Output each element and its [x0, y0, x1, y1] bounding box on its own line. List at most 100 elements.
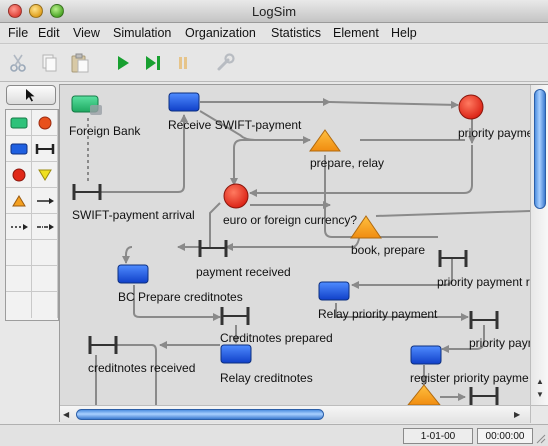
- process-canvas[interactable]: Foreign Bank Receive SWIFT-payment prior…: [60, 85, 530, 405]
- tool-red-event-circle[interactable]: [6, 162, 32, 188]
- connector: [335, 303, 469, 321]
- tool-dash-dot-connector[interactable]: [32, 214, 58, 240]
- title-bar: LogSim: [0, 0, 548, 23]
- menu-file[interactable]: File: [8, 26, 29, 40]
- connector: [122, 246, 133, 264]
- label-creditnotes-received: creditnotes received: [88, 361, 196, 375]
- connector: [230, 139, 310, 186]
- node-relay-creditnotes[interactable]: [220, 344, 252, 364]
- tool-yellow-gateway[interactable]: [32, 162, 58, 188]
- label-relay-priority: Relay priority payment: [318, 307, 438, 321]
- status-time: 00:00:00: [477, 428, 533, 444]
- connector: [329, 100, 459, 109]
- tool-blue-task[interactable]: [6, 136, 32, 162]
- node-creditnotes-prepared[interactable]: [220, 307, 250, 325]
- menu-organization[interactable]: Organization: [185, 26, 256, 40]
- menu-statistics[interactable]: Statistics: [271, 26, 322, 40]
- tool-grid: [5, 109, 59, 321]
- scroll-up-arrow-icon[interactable]: ▲: [536, 377, 544, 386]
- menu-edit[interactable]: Edit: [38, 26, 60, 40]
- node-book-prepare[interactable]: [350, 215, 382, 239]
- wrench-icon[interactable]: [213, 51, 237, 75]
- node-prepare-relay[interactable]: [309, 129, 341, 152]
- zoom-window-button[interactable]: [50, 4, 64, 18]
- label-priority-payn: priority payn: [469, 336, 530, 350]
- menu-element[interactable]: Element: [333, 26, 379, 40]
- connectors: [87, 98, 530, 405]
- paste-icon[interactable]: [68, 51, 92, 75]
- horizontal-scrollbar[interactable]: ◀ ▶: [60, 405, 530, 423]
- label-register-priority: register priority payme: [410, 371, 529, 385]
- label-priority-payment-r: priority payment r: [437, 275, 530, 289]
- connector: [100, 114, 188, 193]
- arrow-cursor-icon: [26, 89, 35, 102]
- vertical-scroll-thumb[interactable]: [534, 89, 546, 209]
- connector: [351, 257, 453, 289]
- node-priority-payment-r[interactable]: [438, 250, 468, 267]
- scroll-corner: [530, 405, 548, 423]
- pointer-tool-button[interactable]: [6, 85, 56, 105]
- menu-bar: File Edit View Simulation Organization S…: [0, 23, 548, 44]
- tool-dashed-connector[interactable]: [6, 214, 32, 240]
- canvas-frame: Foreign Bank Receive SWIFT-payment prior…: [59, 84, 548, 423]
- connector: [441, 325, 485, 353]
- window-title: LogSim: [251, 4, 297, 19]
- tool-empty-cell: [32, 292, 58, 318]
- node-priority-payn[interactable]: [469, 311, 499, 329]
- scroll-right-arrow-icon[interactable]: ▶: [514, 410, 521, 419]
- node-receive-swift[interactable]: [168, 92, 200, 112]
- menu-simulation[interactable]: Simulation: [113, 26, 172, 40]
- label-swift-arrival: SWIFT-payment arrival: [72, 208, 195, 222]
- node-swift-arrival[interactable]: [72, 184, 102, 200]
- node-register-priority[interactable]: [410, 345, 442, 365]
- tool-empty-cell: [32, 240, 58, 266]
- node-creditnotes-received[interactable]: [88, 336, 118, 354]
- horizontal-scroll-thumb[interactable]: [76, 409, 324, 420]
- label-relay-creditnotes: Relay creditnotes: [220, 371, 313, 385]
- step-icon[interactable]: [141, 51, 165, 75]
- tool-arrow-connector[interactable]: [32, 188, 58, 214]
- node-priority-event[interactable]: [458, 94, 484, 120]
- label-priority-payment-top: priority payme: [458, 126, 530, 140]
- node-relay-priority[interactable]: [318, 281, 350, 301]
- label-book-prepare: book, prepare: [351, 243, 426, 257]
- status-bar: 1-01-00 00:00:00: [0, 424, 548, 446]
- tool-orange-gateway[interactable]: [6, 188, 32, 214]
- node-bottom-gateway[interactable]: [407, 384, 441, 405]
- pause-icon[interactable]: [171, 51, 195, 75]
- play-icon[interactable]: [111, 51, 135, 75]
- label-creditnotes-prepared: Creditnotes prepared: [220, 331, 333, 345]
- menu-help[interactable]: Help: [391, 26, 417, 40]
- tool-queue-bar[interactable]: [32, 136, 58, 162]
- tool-empty-cell: [6, 292, 32, 318]
- label-prepare-relay: prepare, relay: [310, 156, 385, 170]
- minimize-window-button[interactable]: [29, 4, 43, 18]
- menu-view[interactable]: View: [73, 26, 100, 40]
- toolbar: [0, 45, 548, 82]
- node-euro-event[interactable]: [223, 183, 249, 209]
- connector: [133, 285, 221, 321]
- tool-red-event[interactable]: [32, 110, 58, 136]
- status-date: 1-01-00: [403, 428, 473, 444]
- tool-green-task[interactable]: [6, 110, 32, 136]
- node-payment-received[interactable]: [198, 240, 228, 257]
- scissors-icon[interactable]: [6, 51, 30, 75]
- copy-icon[interactable]: [37, 51, 61, 75]
- vertical-scrollbar[interactable]: ▲ ▼: [530, 85, 548, 405]
- resize-grip-icon[interactable]: [534, 432, 546, 444]
- connector: [324, 155, 438, 238]
- node-foreign-bank[interactable]: [71, 95, 102, 115]
- node-bottom-bar[interactable]: [469, 387, 499, 405]
- tool-empty-cell: [32, 266, 58, 292]
- connector: [209, 202, 221, 247]
- element-palette: [3, 83, 59, 423]
- scroll-left-arrow-icon[interactable]: ◀: [63, 410, 70, 419]
- node-bc-prepare[interactable]: [117, 264, 149, 284]
- tool-empty-cell: [6, 266, 32, 292]
- connector: [138, 344, 157, 405]
- close-window-button[interactable]: [8, 4, 22, 18]
- scroll-down-arrow-icon[interactable]: ▼: [536, 390, 544, 399]
- label-foreign-bank: Foreign Bank: [69, 124, 141, 138]
- label-receive-swift: Receive SWIFT-payment: [168, 118, 302, 132]
